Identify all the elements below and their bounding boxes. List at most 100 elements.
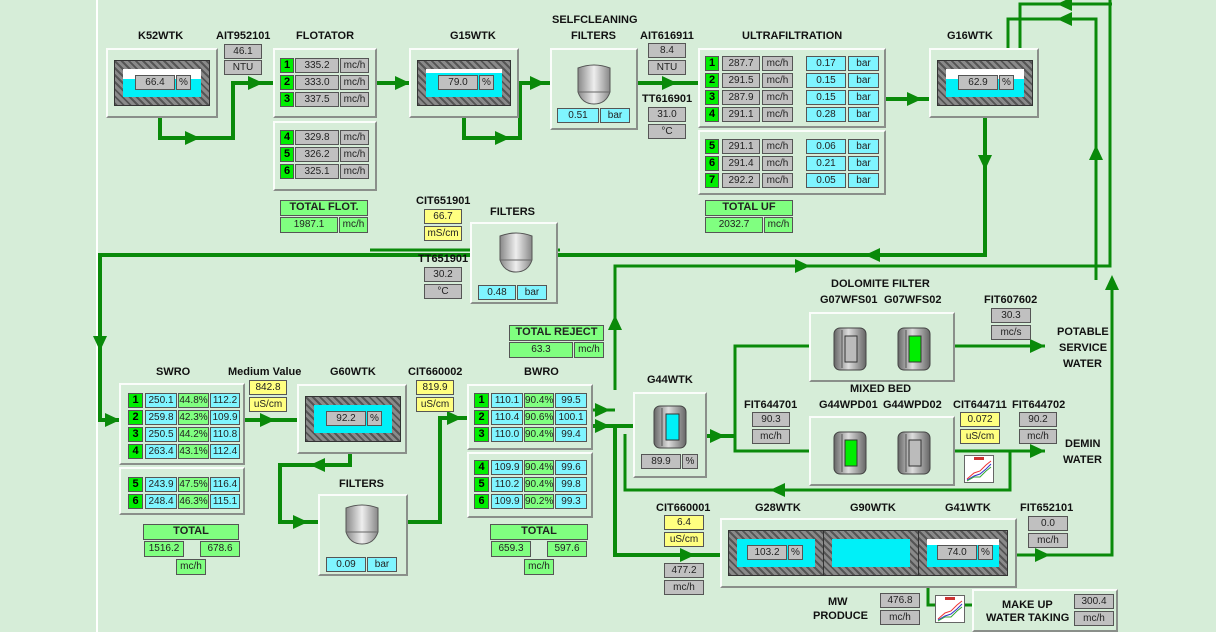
swro-unit-number: 1 bbox=[128, 393, 143, 408]
swro-recovery: 46.3% bbox=[178, 494, 209, 509]
fit644702-value: 90.2 bbox=[1019, 412, 1057, 427]
uf-pressure-unit: bar bbox=[848, 73, 879, 88]
swro-unit-number: 6 bbox=[128, 494, 143, 509]
g90wtk-tank[interactable] bbox=[823, 530, 919, 576]
tt616901-value: 31.0 bbox=[648, 107, 686, 122]
uf-pressure-unit: bar bbox=[848, 156, 879, 171]
arrow bbox=[248, 76, 263, 90]
k52wtk-title: K52WTK bbox=[138, 30, 184, 42]
ait952101-title: AIT952101 bbox=[216, 30, 271, 42]
mw-produce-value: 476.8 bbox=[880, 593, 920, 608]
uf-pressure-value: 0.28 bbox=[806, 107, 846, 122]
swro-recovery: 43.1% bbox=[178, 444, 209, 459]
arrow bbox=[260, 413, 275, 427]
filters-low-unit: bar bbox=[367, 557, 397, 572]
makeup-label-1: MAKE UP bbox=[1002, 599, 1053, 611]
dolomite-filter-2-icon[interactable] bbox=[897, 326, 931, 372]
bwro-unit-number: 2 bbox=[474, 410, 489, 425]
selfclean-panel: 0.51 bar bbox=[550, 48, 638, 130]
g15wtk-tank[interactable]: 79.0 % bbox=[417, 60, 511, 106]
swro-recovery: 42.3% bbox=[178, 410, 209, 425]
ait616911-unit: NTU bbox=[648, 60, 686, 75]
swro-feed-value: 263.4 bbox=[145, 444, 177, 459]
g44wtk-tank-icon[interactable] bbox=[653, 404, 687, 450]
uf-total-value: 2032.7 bbox=[705, 217, 763, 233]
flotator-flow-unit: mc/h bbox=[340, 58, 369, 73]
arrow bbox=[710, 429, 725, 443]
filters-low-title: FILTERS bbox=[339, 478, 385, 490]
fit607602-title: FIT607602 bbox=[984, 294, 1038, 306]
bwro-recovery: 90.4% bbox=[524, 427, 554, 442]
uf-pressure-unit: bar bbox=[848, 173, 879, 188]
total-reject-unit: mc/h bbox=[574, 342, 604, 358]
uf-flow-unit: mc/h bbox=[762, 156, 793, 171]
trend-chart-icon[interactable] bbox=[964, 455, 994, 483]
g16wtk-level: 62.9 bbox=[958, 75, 998, 90]
cit651901-title: CIT651901 bbox=[416, 195, 471, 207]
trend-chart-icon[interactable] bbox=[935, 595, 965, 623]
g44wtk-title: G44WTK bbox=[647, 374, 693, 386]
dolomite-filter-1-icon[interactable] bbox=[833, 326, 867, 372]
cit660001-flow-value: 477.2 bbox=[664, 563, 704, 578]
k52wtk-tank[interactable]: 66.4 % bbox=[114, 60, 210, 106]
bwro-feed-value: 110.0 bbox=[491, 427, 523, 442]
swro-feed-value: 259.8 bbox=[145, 410, 177, 425]
makeup-label-2: WATER TAKING bbox=[986, 612, 1070, 624]
filter-vessel-icon[interactable] bbox=[498, 232, 534, 274]
swro-total-label: TOTAL bbox=[143, 524, 239, 540]
mixed-bed-title: MIXED BED bbox=[850, 383, 912, 395]
uf-unit-number: 3 bbox=[705, 90, 719, 105]
g41wtk-tank[interactable]: 74.0 % bbox=[918, 530, 1008, 576]
swro-unit-number: 4 bbox=[128, 444, 143, 459]
uf-flow-unit: mc/h bbox=[762, 139, 793, 154]
arrow bbox=[1030, 444, 1045, 458]
mixed-bed-panel bbox=[809, 416, 955, 486]
uf-pressure-value: 0.15 bbox=[806, 90, 846, 105]
medium-value-value: 842.8 bbox=[249, 380, 287, 395]
dolomite-panel bbox=[809, 312, 955, 382]
bwro-unit-number: 6 bbox=[474, 494, 489, 509]
makeup-unit: mc/h bbox=[1074, 611, 1114, 626]
fit652101-value: 0.0 bbox=[1028, 516, 1068, 531]
fit652101-unit: mc/h bbox=[1028, 533, 1068, 548]
uf-unit-number: 5 bbox=[705, 139, 719, 154]
mixed-bed-2-icon[interactable] bbox=[897, 430, 931, 476]
g60wtk-tank[interactable]: 92.2 % bbox=[305, 396, 401, 442]
g15wtk-level: 79.0 bbox=[438, 75, 478, 90]
g16wtk-unit: % bbox=[999, 75, 1014, 90]
tt616901-unit: °C bbox=[648, 124, 686, 139]
arrow bbox=[680, 548, 695, 562]
g28wtk-tank[interactable]: 103.2 % bbox=[728, 530, 824, 576]
g16wtk-tank[interactable]: 62.9 % bbox=[937, 60, 1033, 106]
filters-mid-panel: 0.48 bar bbox=[470, 222, 558, 304]
cit651901-value: 66.7 bbox=[424, 209, 462, 224]
filter-vessel-icon[interactable] bbox=[344, 504, 380, 546]
swro-feed-value: 243.9 bbox=[145, 477, 177, 492]
k52wtk-unit: % bbox=[176, 75, 191, 90]
uf-flow-unit: mc/h bbox=[762, 173, 793, 188]
uf-pressure-unit: bar bbox=[848, 90, 879, 105]
flotator-unit-number: 4 bbox=[280, 130, 294, 145]
arrow bbox=[595, 419, 610, 433]
filters-low-pressure: 0.09 bbox=[326, 557, 366, 572]
swro-feed-value: 248.4 bbox=[145, 494, 177, 509]
demin-label-1: DEMIN bbox=[1065, 438, 1101, 450]
ait952101-unit: NTU bbox=[224, 60, 262, 75]
swro-permeate-value: 112.2 bbox=[210, 393, 240, 408]
cit644711-title: CIT644711 bbox=[953, 399, 1007, 411]
bwro-unit-number: 5 bbox=[474, 477, 489, 492]
bwro-permeate-value: 99.5 bbox=[555, 393, 587, 408]
fit644701-title: FIT644701 bbox=[744, 399, 798, 411]
mixed-bed-1-icon[interactable] bbox=[833, 430, 867, 476]
bwro-unit-number: 3 bbox=[474, 427, 489, 442]
arrow bbox=[770, 483, 785, 497]
swro-unit-number: 2 bbox=[128, 410, 143, 425]
flotator-flow-value: 335.2 bbox=[295, 58, 339, 73]
k52wtk-panel: 66.4 % bbox=[106, 48, 218, 118]
mixed-bed-1-label: G44WPD01 bbox=[819, 399, 878, 411]
uf-title: ULTRAFILTRATION bbox=[742, 30, 843, 42]
g41wtk-level: 74.0 bbox=[937, 545, 977, 560]
filters-mid-unit: bar bbox=[517, 285, 547, 300]
mw-produce-label-1: MW bbox=[828, 596, 848, 608]
filter-vessel-icon[interactable] bbox=[576, 64, 612, 106]
